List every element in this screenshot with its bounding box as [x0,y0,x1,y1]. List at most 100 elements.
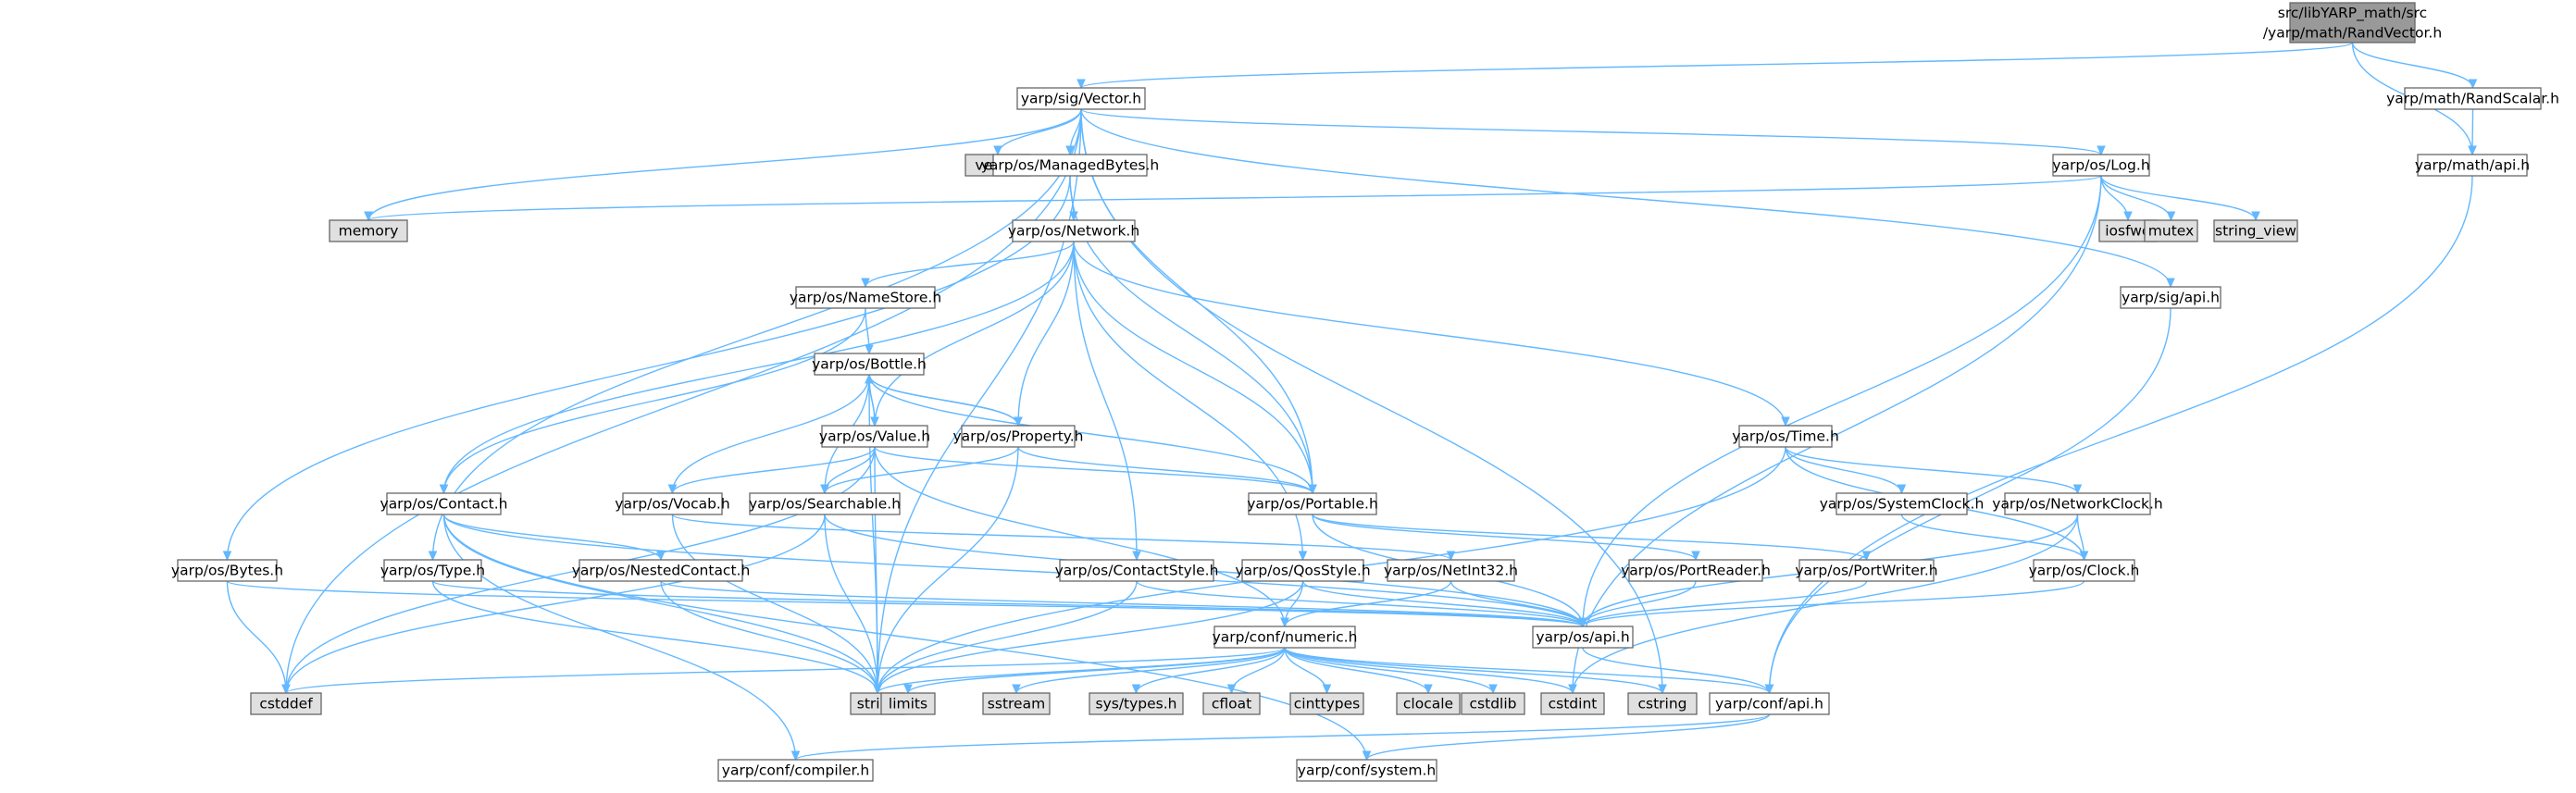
node-managedbytes[interactable]: yarp/os/ManagedBytes.h [981,154,1160,177]
node-portable[interactable]: yarp/os/Portable.h [1247,492,1378,515]
node-time[interactable]: yarp/os/Time.h [1732,425,1839,448]
node-log[interactable]: yarp/os/Log.h [2052,154,2150,177]
edge-property-to-bottle [868,374,1019,427]
node-memory-box [329,219,408,242]
node-system[interactable]: yarp/conf/system.h [1296,759,1437,782]
node-property[interactable]: yarp/os/Property.h [952,425,1084,448]
node-clocale[interactable]: clocale [1396,692,1461,715]
node-contact[interactable]: yarp/os/Contact.h [380,492,508,515]
node-compiler-box [717,759,874,782]
node-vector_h[interactable]: yarp/sig/Vector.h [1016,87,1146,110]
node-type-label: yarp/os/Type.h [380,563,485,579]
edge-numeric-to-cstdlib-arrowhead [1488,684,1498,695]
node-cinttypes[interactable]: cinttypes [1289,692,1364,715]
node-portreader[interactable]: yarp/os/PortReader.h [1621,559,1771,582]
node-os_api[interactable]: yarp/os/api.h [1532,626,1634,649]
edge-clock-to-os_api-arrowhead [1578,617,1587,628]
node-value[interactable]: yarp/os/Value.h [819,425,930,448]
node-cstdint[interactable]: cstdint [1540,692,1605,715]
node-netint32-label: yarp/os/NetInt32.h [1384,563,1518,579]
node-systemclock-box [1836,492,1968,515]
edge-numeric-to-cstddef-arrowhead [281,684,291,695]
node-clock[interactable]: yarp/os/Clock.h [2029,559,2140,582]
node-mutex-label: mutex [2148,223,2194,240]
edge-value-to-vocab [671,446,876,494]
node-portreader-box [1628,559,1763,582]
node-network[interactable]: yarp/os/Network.h [1008,219,1139,242]
node-os_api-label: yarp/os/api.h [1536,629,1629,646]
edge-value-to-portable [874,446,1313,494]
edge-qosstyle-to-os_api [1301,580,1584,627]
node-cinttypes-box [1289,692,1364,715]
node-cstring[interactable]: cstring [1627,692,1698,715]
node-cfloat[interactable]: cfloat [1202,692,1261,715]
edge-value-to-string [874,446,878,694]
node-contactstyle-box [1059,559,1214,582]
node-bottle[interactable]: yarp/os/Bottle.h [812,353,927,376]
node-vocab[interactable]: yarp/os/Vocab.h [615,492,730,515]
edge-portwriter-to-os_api [1582,580,1868,627]
node-mutex[interactable]: mutex [2144,219,2198,242]
edge-conf_api-to-system [1365,713,1771,761]
node-numeric[interactable]: yarp/conf/numeric.h [1213,626,1358,649]
node-bottle-label: yarp/os/Bottle.h [812,356,927,373]
node-memory-label: memory [339,223,399,240]
edge-root-to-randscalar [2351,42,2474,89]
edge-numeric-to-clocale [1284,647,1429,694]
edge-property-to-portable [1017,446,1313,494]
node-sstream[interactable]: sstream [982,692,1051,715]
node-bytes[interactable]: yarp/os/Bytes.h [171,559,283,582]
edge-log-to-iosfwd-arrowhead [2123,211,2133,222]
node-cfloat-box [1202,692,1261,715]
node-sig_api[interactable]: yarp/sig/api.h [2120,286,2221,309]
edge-numeric-to-cstdlib [1284,647,1494,694]
node-namestore[interactable]: yarp/os/NameStore.h [790,286,941,309]
node-nestedcontact-box [579,559,743,582]
node-limits-box [880,692,936,715]
node-searchable[interactable]: yarp/os/Searchable.h [749,492,901,515]
node-cstddef[interactable]: cstddef [250,692,322,715]
edge-contactstyle-to-os_api [1136,580,1584,627]
node-string_view[interactable]: string_view [2213,219,2298,242]
node-netint32[interactable]: yarp/os/NetInt32.h [1384,559,1518,582]
node-managedbytes-label: yarp/os/ManagedBytes.h [981,157,1160,174]
edge-namestore-to-bottle-arrowhead [865,344,874,355]
node-searchable-box [749,492,901,515]
node-systypes[interactable]: sys/types.h [1089,692,1184,715]
edge-vector_h-to-sig_api [1080,108,2172,288]
edge-portable-to-portreader-arrowhead [1691,551,1700,562]
node-vocab-label: yarp/os/Vocab.h [615,496,729,513]
edge-value-to-vocab-arrowhead [667,484,678,495]
node-type[interactable]: yarp/os/Type.h [380,559,485,582]
node-vocab-box [622,492,723,515]
edge-contact-to-os_api [442,514,1584,627]
node-limits[interactable]: limits [880,692,936,715]
node-cinttypes-label: cinttypes [1294,696,1360,712]
node-math_api[interactable]: yarp/math/api.h [2415,154,2530,177]
node-randscalar[interactable]: yarp/math/RandScalar.h [2386,87,2559,110]
node-cstdlib[interactable]: cstdlib [1461,692,1525,715]
node-string_view-label: string_view [2215,223,2296,241]
node-networkclock[interactable]: yarp/os/NetworkClock.h [1992,492,2163,515]
node-iosfwd[interactable]: iosfwd [2098,219,2158,242]
node-portreader-label: yarp/os/PortReader.h [1621,563,1771,579]
node-conf_api[interactable]: yarp/conf/api.h [1709,692,1830,715]
edge-clock-to-os_api [1582,580,2085,627]
edge-numeric-to-string-arrowhead [873,684,882,695]
node-sstream-box [982,692,1051,715]
edge-type-to-string [431,580,878,694]
node-portwriter-label: yarp/os/PortWriter.h [1795,563,1937,579]
node-clocale-box [1396,692,1461,715]
node-nestedcontact[interactable]: yarp/os/NestedContact.h [572,559,751,582]
node-memory[interactable]: memory [329,219,408,242]
node-portwriter[interactable]: yarp/os/PortWriter.h [1795,559,1938,582]
node-root[interactable]: src/libYARP_math/src/yarp/math/RandVecto… [2263,2,2442,43]
node-contactstyle[interactable]: yarp/os/ContactStyle.h [1055,559,1219,582]
edge-vector_h-to-memory [367,108,1082,221]
node-qosstyle[interactable]: yarp/os/QosStyle.h [1235,559,1371,582]
node-bytes-box [177,559,278,582]
node-systemclock[interactable]: yarp/os/SystemClock.h [1820,492,1985,515]
node-compiler[interactable]: yarp/conf/compiler.h [717,759,874,782]
edge-property-to-string [877,446,1019,694]
